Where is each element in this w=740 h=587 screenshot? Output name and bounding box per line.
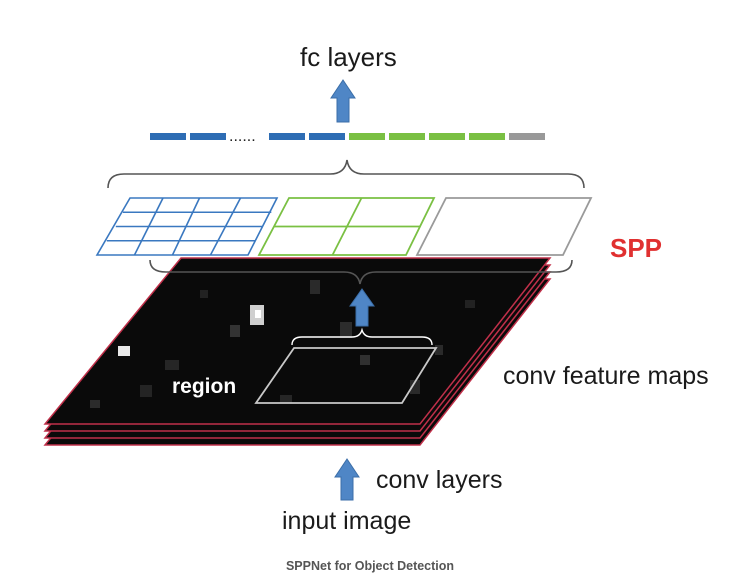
feature-activations bbox=[90, 280, 475, 408]
conv-feature-maps-label: conv feature maps bbox=[503, 362, 709, 390]
vector-bin-blue bbox=[269, 133, 305, 140]
bottom-brace bbox=[149, 259, 573, 285]
vector-bin-blue bbox=[190, 133, 226, 140]
pyramid-grid-4x4 bbox=[95, 197, 279, 256]
vector-bin-green bbox=[349, 133, 385, 140]
fc-layers-label: fc layers bbox=[300, 42, 397, 72]
vector-bin-green bbox=[429, 133, 465, 140]
input-image-label: input image bbox=[282, 507, 412, 535]
region-label: region bbox=[172, 375, 237, 398]
pyramid-grid-1x1 bbox=[415, 197, 593, 256]
pyramid-grid-2x2 bbox=[257, 197, 436, 256]
top-brace bbox=[107, 159, 585, 189]
region-brace bbox=[291, 327, 433, 346]
vector-bin-green bbox=[469, 133, 505, 140]
vector-bin-blue bbox=[150, 133, 186, 140]
vector-bin-blue bbox=[309, 133, 345, 140]
vector-bin-gray bbox=[509, 133, 545, 140]
region-box bbox=[254, 347, 438, 404]
feature-vector: ...... bbox=[150, 128, 545, 145]
arrow-to-spp-icon bbox=[349, 288, 375, 327]
vector-ellipsis: ...... bbox=[229, 128, 256, 145]
arrow-conv-layers-icon bbox=[334, 458, 360, 501]
vector-bin-green bbox=[389, 133, 425, 140]
spp-label: SPP bbox=[610, 233, 663, 263]
feature-map-stack bbox=[43, 257, 552, 446]
arrow-to-fc-icon bbox=[330, 79, 356, 123]
figure-caption: SPPNet for Object Detection bbox=[285, 559, 455, 573]
conv-layers-label: conv layers bbox=[376, 466, 503, 494]
